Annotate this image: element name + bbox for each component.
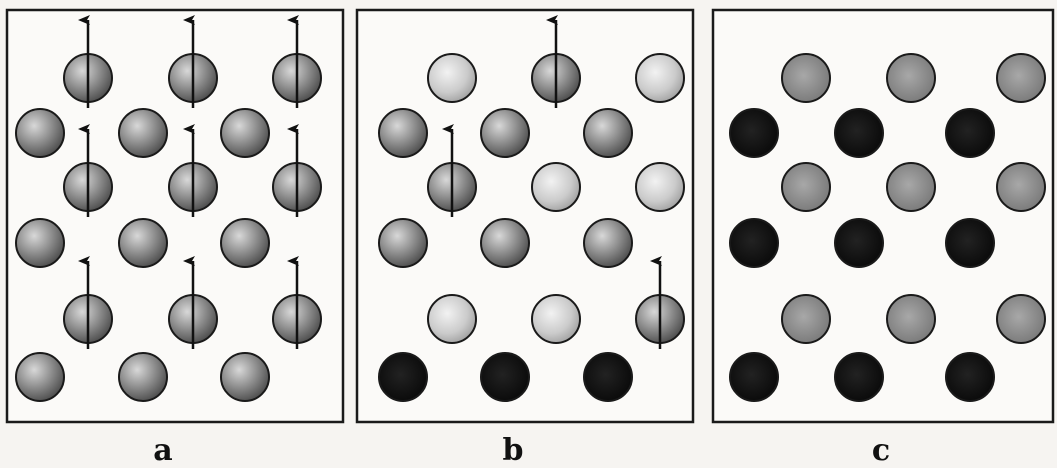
atom-medium [15,352,65,402]
atom-light [531,294,581,344]
atom-medium [480,218,530,268]
atom-gray [781,294,831,344]
panel-a [5,8,345,424]
panel-label-a: a [153,433,173,468]
atom-medium [118,218,168,268]
atom-black [583,352,633,402]
atom-black [945,218,995,268]
atom-medium [220,352,270,402]
panel-label-c: c [871,433,891,468]
atom-medium [583,218,633,268]
panel-label-b: b [502,433,524,468]
atom-medium [15,108,65,158]
atom-black [834,218,884,268]
atom-gray [996,162,1046,212]
panel-c [711,8,1055,424]
atom-medium [220,218,270,268]
atom-black [480,352,530,402]
atom-medium [378,108,428,158]
atom-gray [996,294,1046,344]
atom-gray [781,162,831,212]
atom-black [834,108,884,158]
atom-light [531,162,581,212]
atom-light [635,162,685,212]
atom-medium [118,352,168,402]
atom-medium [15,218,65,268]
panel-b [355,8,695,424]
atom-black [945,352,995,402]
atom-light [427,53,477,103]
atom-gray [886,294,936,344]
atom-medium [583,108,633,158]
atom-medium [118,108,168,158]
atom-medium [480,108,530,158]
atom-black [945,108,995,158]
atom-gray [886,162,936,212]
atom-gray [781,53,831,103]
atom-black [729,218,779,268]
atom-medium [220,108,270,158]
atom-black [834,352,884,402]
atom-medium [378,218,428,268]
atom-black [729,108,779,158]
atom-light [635,53,685,103]
atom-black [729,352,779,402]
atom-light [427,294,477,344]
atom-gray [886,53,936,103]
atom-gray [996,53,1046,103]
atom-black [378,352,428,402]
